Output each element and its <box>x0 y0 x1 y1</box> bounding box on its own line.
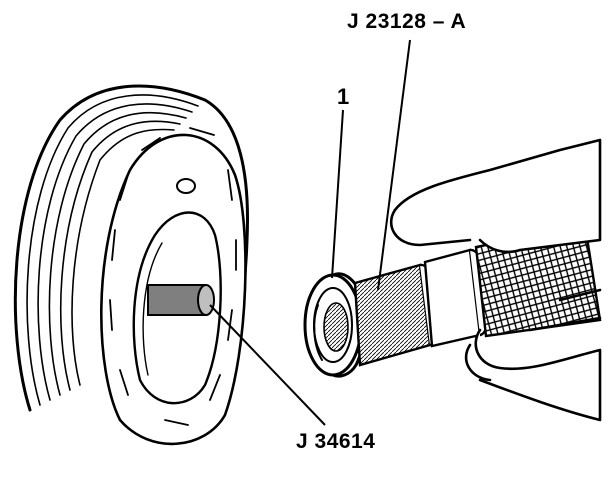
leader-tool-top <box>377 39 411 291</box>
hand <box>389 138 602 422</box>
callout-number-1: 1 <box>337 84 350 109</box>
tool-label-j34614: J 34614 <box>296 430 376 453</box>
crankshaft-balancer <box>13 84 249 446</box>
remover-rod <box>147 284 215 316</box>
leader-callout <box>331 109 344 279</box>
leader-lines <box>209 39 411 426</box>
seal-installer-tool <box>303 223 602 378</box>
tool-label-j23128a: J 23128 – A <box>347 10 467 33</box>
leader-tool-bottom <box>209 304 326 426</box>
